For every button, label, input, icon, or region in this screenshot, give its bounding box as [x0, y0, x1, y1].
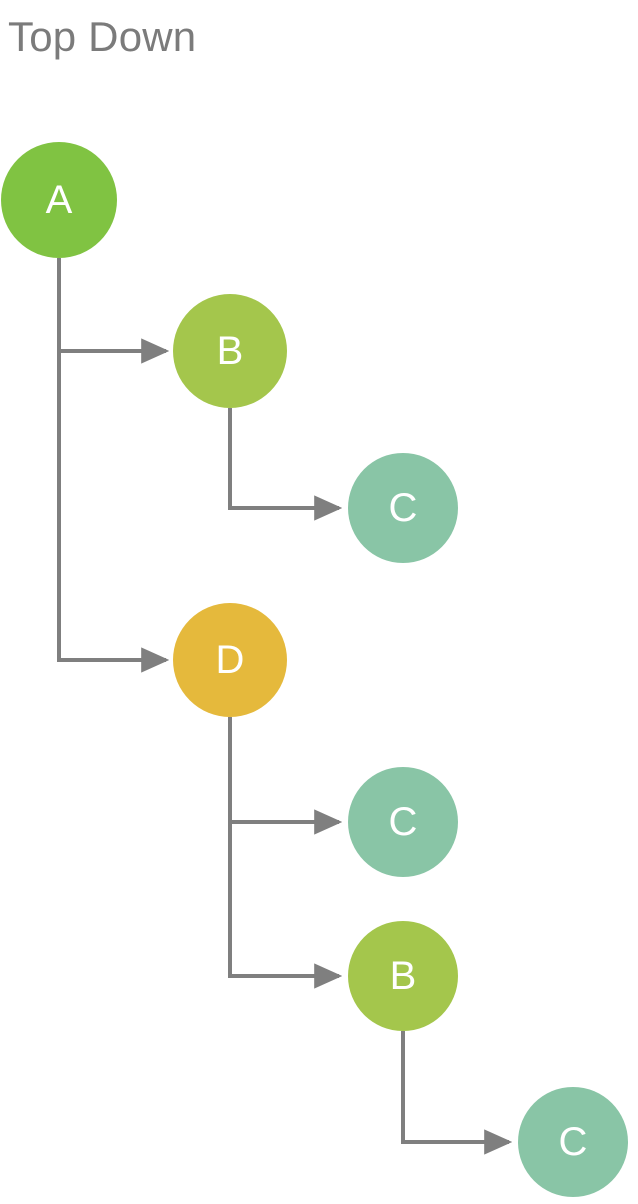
- node-label-c2: C: [388, 800, 418, 844]
- node-label-a: A: [45, 178, 73, 222]
- node-label-b2: B: [389, 954, 417, 998]
- edge-b2-to-c3: [401, 1031, 513, 1155]
- node-a[interactable]: A: [1, 142, 117, 258]
- edge-a-to-b1: [57, 258, 170, 364]
- page-title: Top Down: [8, 13, 197, 60]
- edge-d1-to-b2: [228, 717, 343, 989]
- node-label-c1: C: [388, 486, 418, 530]
- node-label-c3: C: [558, 1120, 588, 1164]
- node-b1[interactable]: B: [173, 294, 287, 408]
- node-b2[interactable]: B: [348, 921, 458, 1031]
- edge-d1-to-c2: [228, 717, 343, 835]
- node-c1[interactable]: C: [348, 453, 458, 563]
- node-c3[interactable]: C: [518, 1087, 628, 1197]
- node-d1[interactable]: D: [173, 603, 287, 717]
- node-label-b1: B: [216, 329, 244, 373]
- node-c2[interactable]: C: [348, 767, 458, 877]
- edge-a-to-d1: [57, 258, 170, 673]
- edge-b1-to-c1: [228, 408, 343, 521]
- node-label-d1: D: [215, 638, 245, 682]
